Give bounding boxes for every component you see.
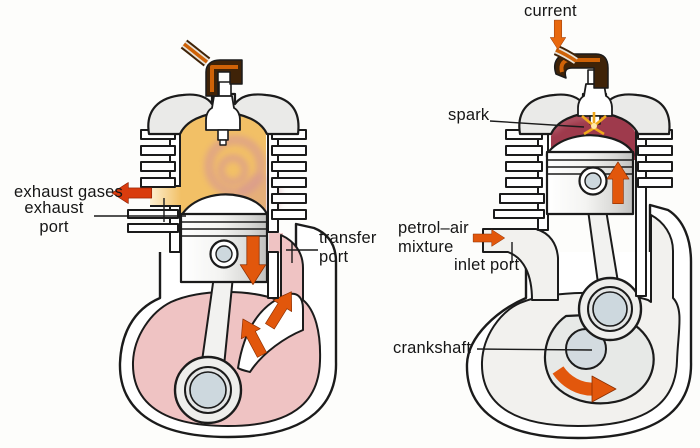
crank-rotation-arrow-icon [552,366,617,403]
left-plug-wire [180,39,211,67]
spark-label: spark [448,106,490,124]
crankshaft-leader [476,348,593,351]
left-spark-plug [180,39,243,146]
exhaust-port-leader [94,198,186,222]
right-connecting-rod [577,185,643,342]
left-piston [179,193,269,286]
inlet-port-channel [482,228,559,301]
right-engine [465,19,693,440]
spark-leader [489,120,585,128]
right-piston [545,134,635,216]
current-label: current [524,2,577,20]
inlet-port-label: inlet port [454,256,520,274]
petrol-air-mixture-label: petrol–air mixture [398,219,469,256]
transfer-scoop [237,292,304,373]
left-engine [111,39,338,439]
transfer-port-leader [286,242,318,263]
right-spark-plug [553,44,613,136]
current-arrow-icon [549,19,567,50]
exhaust-port-label: exhaust port [24,199,84,236]
leader-lines [94,120,593,351]
spark-flash-icon [581,112,607,136]
left-connecting-rod [173,275,243,425]
exhaust-gases-label: exhaust gases [14,183,124,201]
right-plug-wire [553,44,580,66]
left-cooling-fins [127,129,307,233]
transfer-port-label: transfer port [319,229,377,266]
crankshaft-label: crankshaft [393,339,472,357]
